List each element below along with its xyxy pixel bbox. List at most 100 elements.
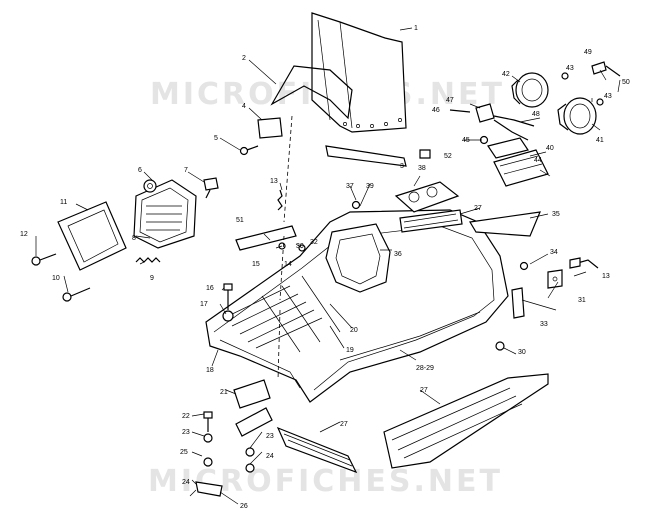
callout-10: 10 xyxy=(52,275,60,282)
bracket-25 xyxy=(235,407,273,437)
windshield-gasket xyxy=(270,65,353,120)
spring-13 xyxy=(277,189,283,211)
side-trim-upper xyxy=(399,209,463,233)
latch-31 xyxy=(547,269,563,289)
callout-23-left: 23 xyxy=(182,429,190,436)
headlight-bezel xyxy=(57,201,127,271)
callout-33: 33 xyxy=(540,321,548,328)
callout-52: 52 xyxy=(444,153,452,160)
headlight-spring xyxy=(135,257,161,263)
callout-36: 36 xyxy=(394,251,402,258)
callout-28-29: 28-29 xyxy=(416,365,434,372)
callout-48: 48 xyxy=(532,111,540,118)
headlight-housing xyxy=(133,179,197,249)
wire-harness-48 xyxy=(493,115,535,141)
screw-5 xyxy=(239,145,259,156)
callout-46: 46 xyxy=(432,107,440,114)
callout-11: 11 xyxy=(60,199,67,206)
callout-5: 5 xyxy=(214,135,218,142)
callout-41: 41 xyxy=(596,137,604,144)
nut-34 xyxy=(519,261,529,271)
callout-21: 21 xyxy=(220,389,228,396)
side-trim-lower-left xyxy=(276,426,358,474)
callout-43-lower: 43 xyxy=(604,93,612,100)
panel-40 xyxy=(493,149,549,187)
nut-24 xyxy=(203,457,213,467)
gauge-42 xyxy=(511,72,549,108)
socket-49-50 xyxy=(591,61,621,77)
nut-30 xyxy=(495,341,505,351)
callout-40: 40 xyxy=(546,145,554,152)
bolt-16 xyxy=(223,283,233,310)
callout-18: 18 xyxy=(206,367,214,374)
callout-24-left: 24 xyxy=(182,479,190,486)
callout-27-upper: 27 xyxy=(474,205,482,212)
side-bracket-33 xyxy=(511,287,525,319)
callout-9: 9 xyxy=(150,275,154,282)
callout-34: 34 xyxy=(550,249,558,256)
callout-50: 50 xyxy=(622,79,630,86)
hood-body xyxy=(205,209,509,403)
callout-27-lower-left: 27 xyxy=(340,421,348,428)
nut-24b xyxy=(245,463,255,473)
bolt-22 xyxy=(203,411,213,432)
callout-23-right: 23 xyxy=(266,433,274,440)
callout-49: 49 xyxy=(584,49,592,56)
callout-3: 3 xyxy=(400,163,404,170)
callout-7: 7 xyxy=(184,167,188,174)
screw-12 xyxy=(31,253,57,266)
callout-45: 45 xyxy=(462,137,470,144)
clip-52 xyxy=(419,149,431,159)
callout-30-left: 30 xyxy=(296,243,304,250)
windshield-bracket-left xyxy=(257,117,283,139)
watermark-bottom: MICROFICHES.NET xyxy=(148,464,503,499)
callout-26: 26 xyxy=(240,503,248,510)
bulb-43 xyxy=(561,72,604,106)
callout-8: 8 xyxy=(132,235,136,242)
decal-35 xyxy=(469,211,541,237)
nut-37 xyxy=(351,200,361,210)
callout-17: 17 xyxy=(200,301,208,308)
side-trim-lower-right xyxy=(383,373,549,469)
callout-13-upper: 13 xyxy=(270,178,278,185)
callout-19: 19 xyxy=(346,347,354,354)
callout-32: 32 xyxy=(310,239,318,246)
windshield xyxy=(311,12,407,133)
callout-12: 12 xyxy=(20,231,28,238)
washer-23b xyxy=(245,447,255,457)
gauge-panel xyxy=(394,181,460,213)
callout-6: 6 xyxy=(138,167,142,174)
callout-42: 42 xyxy=(502,71,510,78)
callout-4: 4 xyxy=(242,103,246,110)
callout-24-right: 24 xyxy=(266,453,274,460)
callout-1: 1 xyxy=(414,25,418,32)
callout-39: 39 xyxy=(366,183,374,190)
clip-26 xyxy=(189,481,223,497)
callout-16: 16 xyxy=(206,285,214,292)
callout-14: 14 xyxy=(284,261,292,268)
cable-46 xyxy=(449,109,471,113)
callout-38: 38 xyxy=(418,165,426,172)
washer-17 xyxy=(222,310,234,322)
callout-27-lower-right: 27 xyxy=(420,387,428,394)
connector-7 xyxy=(203,177,219,199)
leader-lines xyxy=(35,27,621,505)
callout-35: 35 xyxy=(552,211,560,218)
headlight-bulb-socket xyxy=(143,179,157,193)
callout-31: 31 xyxy=(578,297,586,304)
callout-37: 37 xyxy=(346,183,354,190)
callout-22: 22 xyxy=(182,413,190,420)
gauge-41 xyxy=(557,97,597,135)
screw-10 xyxy=(62,287,91,302)
callout-51: 51 xyxy=(236,217,244,224)
callout-30-right: 30 xyxy=(518,349,526,356)
plate-21 xyxy=(233,379,271,409)
callout-13-right: 13 xyxy=(602,273,610,280)
callouts: 1 2 3 4 5 6 7 8 9 10 11 12 13 14 15 16 1… xyxy=(20,25,630,510)
hinge-bracket-51 xyxy=(235,225,297,251)
clip-13 xyxy=(569,257,599,269)
callout-2: 2 xyxy=(242,55,246,62)
switch-47 xyxy=(475,103,495,123)
mount-plate-44 xyxy=(487,137,529,159)
